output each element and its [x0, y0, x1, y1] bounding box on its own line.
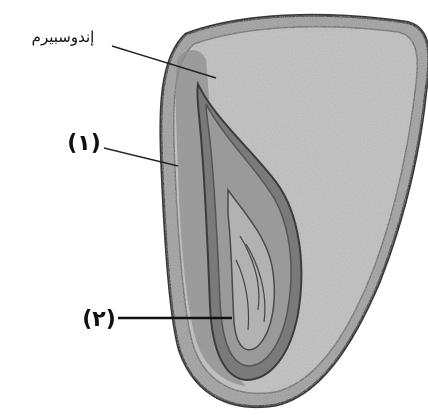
label-part1: (١) [67, 131, 101, 156]
label-part2: (٢) [82, 307, 116, 332]
label-endosperm: إندوسبيرم [32, 28, 95, 46]
